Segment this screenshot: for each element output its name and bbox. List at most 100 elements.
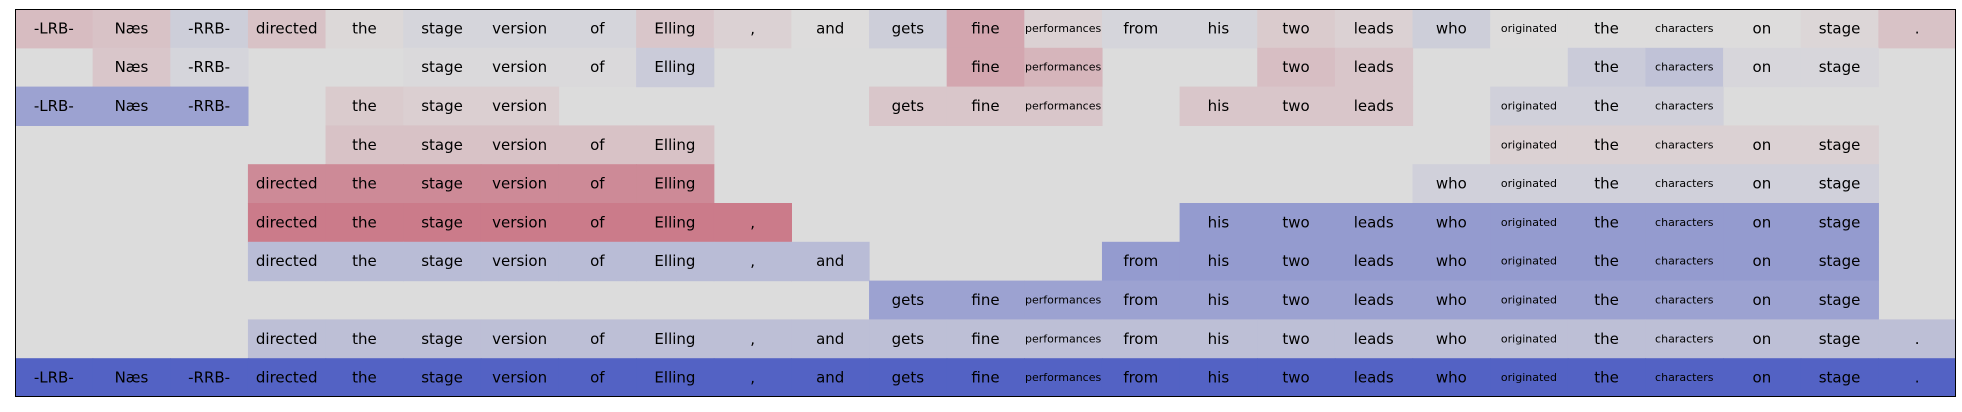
- token-label: version: [492, 97, 547, 115]
- heatmap-cell: [1567, 9, 1647, 49]
- token-label: directed: [256, 175, 318, 193]
- heatmap-cell: [325, 164, 404, 204]
- token-label: the: [1594, 97, 1619, 115]
- heatmap-cell: [1257, 9, 1336, 49]
- heatmap-cell: [713, 9, 792, 49]
- token-label: directed: [256, 19, 318, 37]
- heatmap-cell: [1490, 164, 1569, 204]
- token-label: Næs: [115, 97, 149, 115]
- token-label: who: [1436, 213, 1467, 231]
- token-label: fine: [971, 58, 999, 76]
- token-label: and: [816, 330, 844, 348]
- heatmap-cell: [1723, 9, 1802, 49]
- heatmap-cell: [791, 241, 870, 282]
- token-label: gets: [892, 19, 925, 37]
- token-label: Næs: [115, 19, 149, 37]
- heatmap-cell: [1645, 125, 1724, 165]
- token-label: the: [1594, 19, 1619, 37]
- token-label: stage: [421, 213, 463, 231]
- token-label: leads: [1354, 58, 1394, 76]
- heatmap-cell: [1412, 203, 1491, 243]
- heatmap-cell: [1490, 280, 1569, 320]
- heatmap-cell: [1800, 280, 1879, 320]
- heatmap-cell: [480, 241, 560, 282]
- heatmap-cell: [1024, 9, 1103, 49]
- token-label: Elling: [654, 175, 695, 193]
- heatmap-cell: [869, 358, 948, 397]
- heatmap-cell: [1257, 280, 1336, 320]
- heatmap-cell: [1334, 86, 1414, 126]
- token-label: -LRB-: [34, 19, 74, 37]
- heatmap-cell: [1490, 241, 1569, 282]
- heatmap-cell: [92, 358, 171, 397]
- heatmap-cell: [1645, 319, 1724, 359]
- token-label: who: [1436, 175, 1467, 193]
- heatmap-cell: [480, 319, 560, 359]
- heatmap-cell: [1723, 319, 1802, 359]
- token-label: leads: [1354, 97, 1394, 115]
- heatmap-cell: [1334, 319, 1414, 359]
- heatmap-cell: [1101, 280, 1181, 320]
- token-label: -LRB-: [34, 369, 74, 387]
- heatmap-cell: [1645, 9, 1724, 49]
- heatmap-cell: [1257, 319, 1336, 359]
- heatmap-cell: [325, 86, 404, 126]
- heatmap-cell: [1567, 164, 1647, 204]
- heatmap-cell: [1567, 241, 1647, 282]
- heatmap-cell: [403, 86, 482, 126]
- token-label: stage: [421, 19, 463, 37]
- token-label: the: [1594, 330, 1619, 348]
- token-label: version: [492, 213, 547, 231]
- token-label: two: [1282, 369, 1309, 387]
- token-label: -RRB-: [188, 369, 230, 387]
- token-label: Elling: [654, 58, 695, 76]
- token-label: two: [1282, 252, 1309, 270]
- token-label: on: [1753, 58, 1772, 76]
- heatmap-cell: [170, 9, 249, 49]
- token-label: stage: [421, 58, 463, 76]
- token-label: version: [492, 19, 547, 37]
- token-label: his: [1208, 97, 1230, 115]
- heatmap-cell: [946, 358, 1025, 397]
- token-label: on: [1753, 175, 1772, 193]
- heatmap-cell: [869, 280, 948, 320]
- token-label: fine: [971, 330, 999, 348]
- token-label: leads: [1354, 291, 1394, 309]
- heatmap-cell: [1101, 241, 1181, 282]
- heatmap-cell: [1723, 358, 1802, 397]
- heatmap-cell: [1179, 86, 1258, 126]
- heatmap-cell: [1800, 319, 1879, 359]
- token-label: Elling: [654, 136, 695, 154]
- token-label: the: [1594, 58, 1619, 76]
- heatmap-cell: [946, 280, 1025, 320]
- token-label: two: [1282, 19, 1309, 37]
- heatmap-cell: [325, 319, 404, 359]
- token-label: the: [352, 252, 377, 270]
- token-label: ,: [750, 213, 755, 231]
- token-label: ,: [750, 252, 755, 270]
- heatmap-cell: [636, 241, 715, 282]
- token-label: characters: [1655, 177, 1714, 190]
- heatmap-cell: [1334, 47, 1414, 88]
- token-label: his: [1208, 252, 1230, 270]
- token-label: characters: [1655, 138, 1714, 151]
- token-label: the: [1594, 175, 1619, 193]
- token-label: the: [352, 213, 377, 231]
- heatmap-cell: [1257, 358, 1336, 397]
- heatmap-cell: [946, 9, 1025, 49]
- token-label: -RRB-: [188, 97, 230, 115]
- token-label: on: [1753, 213, 1772, 231]
- token-label: of: [590, 330, 605, 348]
- heatmap-cell: [1490, 125, 1569, 165]
- token-label: ,: [750, 19, 755, 37]
- token-label: the: [1594, 252, 1619, 270]
- token-label: stage: [1819, 58, 1861, 76]
- token-label: -LRB-: [34, 97, 74, 115]
- token-label: Elling: [654, 369, 695, 387]
- token-label: originated: [1501, 138, 1557, 151]
- token-label: Elling: [654, 252, 695, 270]
- heatmap-cell: [247, 358, 327, 397]
- heatmap-cell: [1800, 203, 1879, 243]
- heatmap-cell: [636, 47, 715, 88]
